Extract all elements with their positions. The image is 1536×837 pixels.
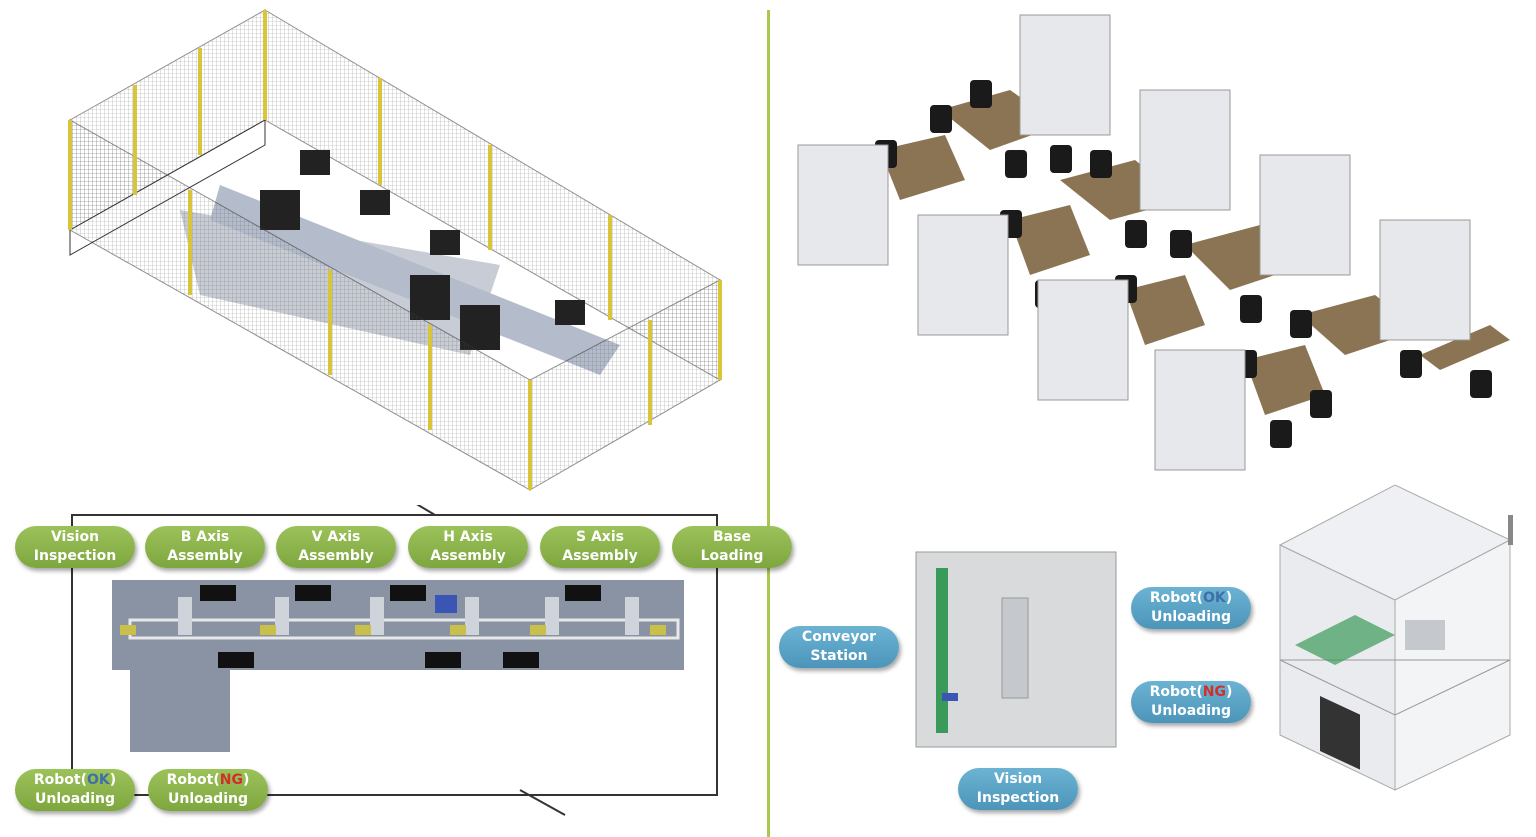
label-line: Unloading [167,791,248,807]
label-line: Assembly [562,548,638,564]
label-line: V Axis [311,529,361,545]
label-line: Robot(NG) [1131,683,1251,702]
label-line: Loading [700,548,764,564]
status-ng: NG [1202,684,1226,700]
status-ng: NG [219,772,243,788]
label-line: Unloading [1150,609,1231,625]
label-prefix: Robot( [33,772,87,788]
label-robot-ng-unloading-right: Robot(NG)Unloading [1131,681,1251,723]
label-robot-ng-unloading: Robot(NG)Unloading [148,769,268,811]
cell-floor-plan [71,505,718,816]
label-suffix: ) [1225,590,1233,606]
label-line: Robot(NG) [148,771,268,790]
station-top-view [915,551,1117,748]
label-line: Assembly [167,548,243,564]
label-line: H Axis [443,529,493,545]
status-ok: OK [86,772,110,788]
label-suffix: ) [242,772,250,788]
label-line: B Axis [180,529,230,545]
label-prefix: Robot( [1149,684,1203,700]
label-robot-ok-unloading: Robot(OK)Unloading [15,769,135,811]
label-line: Vision [50,529,100,545]
label-line: Inspection [976,790,1060,806]
panel-divider [767,10,770,837]
label-line: Unloading [34,791,115,807]
label-line: Unloading [1150,703,1231,719]
workstation-layout-render [797,14,1510,471]
fenced-assembly-cell-render [68,9,722,491]
single-station-render [1278,484,1513,791]
label-prefix: Robot( [166,772,220,788]
label-robot-ok-unloading-right: Robot(OK)Unloading [1131,587,1251,629]
label-prefix: Robot( [1149,590,1203,606]
label-line: Robot(OK) [15,771,135,790]
label-line: Base [713,529,751,545]
status-ok: OK [1202,590,1226,606]
label-line: Conveyor [801,629,877,645]
label-line: Robot(OK) [1131,589,1251,608]
label-suffix: ) [109,772,117,788]
label-line: Assembly [298,548,374,564]
label-line: Station [810,648,868,664]
label-line: Inspection [33,548,117,564]
label-line: Vision [993,771,1043,787]
label-line: Assembly [430,548,506,564]
label-line: S Axis [576,529,624,545]
label-suffix: ) [1225,684,1233,700]
